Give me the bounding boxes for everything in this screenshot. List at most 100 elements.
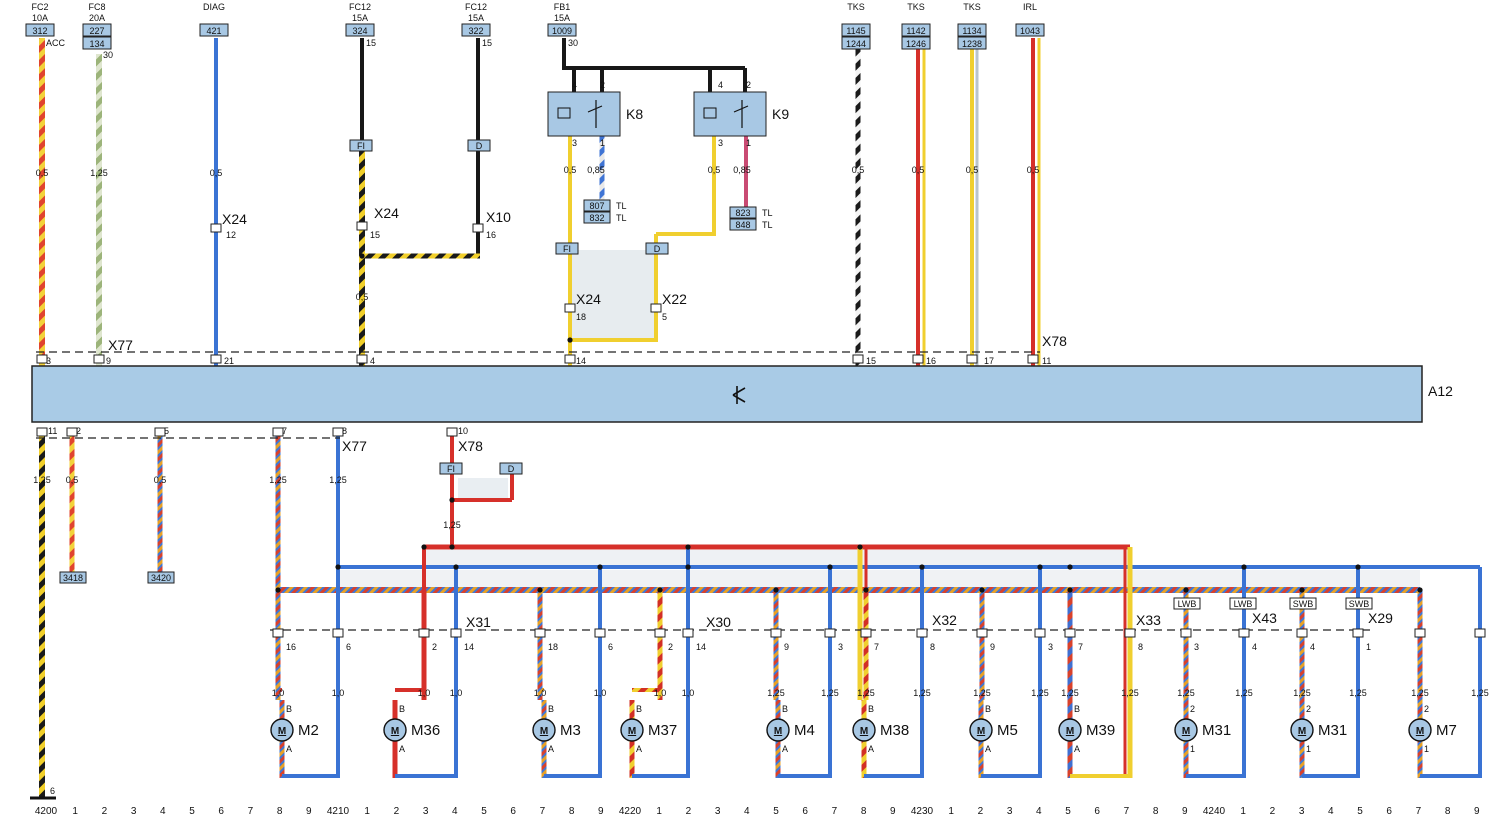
footer-index: 2	[978, 806, 984, 817]
tl-tag: TL	[616, 201, 627, 211]
motor-return	[1186, 774, 1244, 778]
wire-gauge: 1,25	[329, 475, 347, 485]
wire-k8-4	[572, 68, 576, 92]
junction-dot	[685, 544, 691, 550]
pin-number: 18	[548, 642, 558, 652]
footer-index: 8	[569, 806, 575, 817]
motor-return	[1302, 774, 1358, 778]
motor-feed-a	[773, 590, 779, 700]
junction-dot	[1067, 564, 1073, 570]
motor-lead-b	[1242, 700, 1246, 778]
fuse-pin: 30	[103, 50, 113, 60]
wire-gauge: 1,25	[1349, 688, 1367, 698]
motor-pin: A	[868, 744, 874, 754]
ground-ref: 3418	[63, 573, 83, 583]
pin-number: 16	[926, 356, 936, 366]
fuse-code: 1246	[906, 39, 926, 49]
footer-index: 3	[1007, 806, 1013, 817]
footer-index: 6	[510, 806, 516, 817]
fuse-code-box	[1015, 23, 1045, 37]
relay-contact	[733, 100, 749, 128]
footer-index: 9	[1474, 806, 1480, 817]
connector-pin	[332, 628, 344, 638]
wire-gauge: 1,0	[272, 688, 285, 698]
shaded-loop	[458, 478, 508, 498]
wire-gauge: 1,0	[654, 688, 667, 698]
wire-gauge: 1,25	[1031, 688, 1049, 698]
relay-contact	[587, 100, 603, 128]
motor-label: M3	[560, 722, 581, 739]
junction-dot	[1299, 587, 1305, 593]
motor-feed-a	[1299, 590, 1305, 700]
switch-box	[1289, 597, 1317, 610]
footer-index: 7	[540, 806, 546, 817]
connector-label: X77	[342, 438, 367, 454]
fi-d-box	[555, 242, 579, 255]
relay-label: K9	[772, 106, 789, 122]
junction-dot	[1241, 564, 1247, 570]
footer-index: 7	[1124, 806, 1130, 817]
fuse-code: 1145	[846, 26, 865, 36]
motor-lead-b	[920, 700, 924, 778]
footer-index: 8	[1153, 806, 1159, 817]
wire-k9-1	[744, 136, 748, 210]
connector-label: X22	[662, 291, 687, 307]
motor-pin: B	[782, 704, 788, 714]
fuse-name: FC12	[465, 2, 487, 12]
wire-fi-loop	[452, 498, 512, 502]
relay-pin: 4	[718, 80, 723, 90]
wire-gauge: 1,0	[450, 688, 463, 698]
junction-dot	[421, 544, 427, 550]
fuse-code-box	[957, 36, 987, 50]
fuse-code: 227	[89, 26, 104, 36]
fuse-name: TKS	[963, 2, 981, 12]
pin-number: 7	[874, 642, 879, 652]
ground-ref-box	[147, 571, 175, 584]
fuse-code: 312	[32, 26, 47, 36]
fuse-code: 324	[352, 26, 367, 36]
footer-index: 6	[218, 806, 224, 817]
fuse-amp: 20A	[89, 13, 105, 23]
connector-label: X10	[486, 209, 511, 225]
ground-ref: 3420	[151, 573, 171, 583]
motor-icon	[1058, 718, 1082, 742]
motor-lead-b	[686, 700, 690, 778]
motor-jog	[278, 688, 282, 692]
fuse-code-box	[957, 23, 987, 37]
motor-icon	[969, 718, 993, 742]
footer-index: 6	[1094, 806, 1100, 817]
motor-pin: B	[636, 704, 642, 714]
wire-fb1	[562, 38, 566, 70]
fuse-code-box	[901, 23, 931, 37]
motor-icon	[1174, 718, 1198, 742]
footer-index: 7	[832, 806, 838, 817]
connector-pin	[356, 354, 368, 364]
wire-tks-2	[916, 38, 920, 366]
fuse-code-box	[547, 23, 577, 37]
wire-gauge: 1,25	[33, 475, 51, 485]
wire-gauge: 1,25	[973, 688, 991, 698]
fi-d-label: D	[508, 464, 515, 474]
pin-number: 11	[1042, 356, 1051, 366]
junction-dot	[597, 564, 603, 570]
connector-label: X24	[576, 291, 601, 307]
footer-index: 5	[1357, 806, 1363, 817]
motor-feed-a	[275, 590, 281, 700]
switch-box	[1173, 597, 1201, 610]
footer-index: 9	[306, 806, 312, 817]
motor-lead-b	[1038, 700, 1042, 778]
relay-pin: 2	[746, 80, 751, 90]
bus-shade	[426, 550, 1128, 568]
motor-lead-b	[828, 700, 832, 778]
fuse-code: 1009	[552, 26, 572, 36]
motor-return	[864, 774, 922, 778]
footer-index: 5	[1065, 806, 1071, 817]
junction-dot	[919, 564, 925, 570]
pin-number: 12	[226, 230, 236, 240]
junction-dot	[567, 337, 573, 343]
motor-lead-b	[454, 700, 458, 778]
relay-pin: 3	[718, 138, 723, 148]
connector-pin	[852, 354, 864, 364]
motor-feed-a	[657, 590, 663, 700]
connector-pin	[1180, 628, 1192, 638]
